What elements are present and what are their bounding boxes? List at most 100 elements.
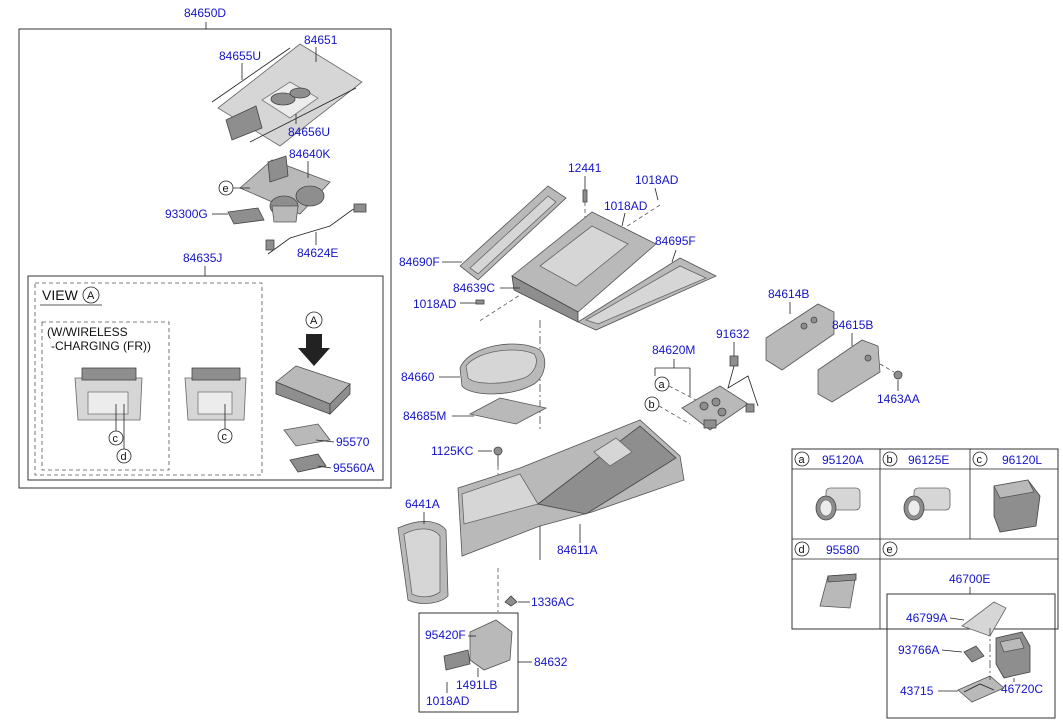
- console-body-84611A: [457, 419, 685, 560]
- svg-text:d: d: [799, 544, 805, 556]
- label-84660[interactable]: 84660: [401, 370, 435, 384]
- callout-b: [644, 396, 660, 412]
- label-1491LB[interactable]: 1491LB: [456, 678, 497, 692]
- front-panel-6441A: [397, 521, 449, 604]
- label-12441[interactable]: 12441: [568, 161, 602, 175]
- legend-43715[interactable]: 43715: [900, 684, 934, 698]
- legend-46720C[interactable]: 46720C: [1001, 682, 1043, 696]
- label-95570[interactable]: 95570: [336, 435, 370, 449]
- screw-1463AA: [893, 370, 903, 380]
- legend-table: [791, 448, 1059, 630]
- svg-text:c: c: [977, 454, 983, 466]
- side-trim-84690F: [459, 185, 567, 281]
- callout-a: [654, 376, 670, 392]
- label-84640K[interactable]: 84640K: [289, 147, 330, 161]
- shifter-46720C: [995, 631, 1031, 679]
- switch-93300G: [227, 207, 265, 225]
- wireless-charging-note-line2: -CHARGING (FR)): [51, 339, 151, 353]
- socket-96125E: [903, 487, 951, 521]
- svg-text:c: c: [222, 431, 228, 443]
- side-trim-84695F: [577, 257, 717, 331]
- clip-1336AC: [504, 595, 518, 607]
- view-a-box-84635J: [27, 275, 384, 481]
- view-a-dashed-region: [34, 282, 263, 476]
- svg-text:a: a: [659, 379, 666, 391]
- pad-95570: [283, 423, 331, 447]
- tray-without-wireless: [184, 367, 247, 421]
- label-84632[interactable]: 84632: [534, 655, 568, 669]
- label-1125KC[interactable]: 1125KC: [431, 444, 474, 458]
- label-84656U[interactable]: 84656U: [288, 125, 330, 139]
- cup-holder-84640K: [239, 155, 331, 223]
- label-6441A[interactable]: 6441A: [405, 497, 440, 511]
- label-84655U[interactable]: 84655U: [219, 49, 261, 63]
- legend-e-box: [886, 593, 1056, 719]
- assembly-box-84650D: [18, 28, 392, 489]
- legend-c-part[interactable]: 96120L: [1002, 453, 1042, 467]
- view-direction-arrow: [298, 334, 330, 366]
- svg-text:A: A: [310, 315, 318, 327]
- lower-bracket-box: [418, 612, 519, 713]
- label-1018AD-bottom[interactable]: 1018AD: [426, 694, 470, 708]
- label-1018AD-mid[interactable]: 1018AD: [604, 199, 648, 213]
- label-84624E[interactable]: 84624E: [297, 246, 338, 260]
- harness-91632: [727, 355, 759, 413]
- label-84611A[interactable]: 84611A: [557, 543, 597, 557]
- pad-95560A: [289, 453, 327, 473]
- switch-panel-84620M: [681, 385, 749, 431]
- svg-text:A: A: [87, 290, 95, 302]
- tray-with-wireless: [74, 367, 143, 421]
- label-1018AD-top[interactable]: 1018AD: [635, 173, 679, 187]
- label-84690F[interactable]: 84690F: [399, 255, 440, 269]
- legend-b-part[interactable]: 96125E: [908, 453, 949, 467]
- bracket-46799A: [961, 601, 1007, 637]
- svg-text:b: b: [649, 399, 655, 411]
- legend-a-part[interactable]: 95120A: [822, 453, 863, 467]
- svg-text:e: e: [223, 183, 229, 195]
- switch-93766A: [963, 645, 985, 663]
- legend-46799A[interactable]: 46799A: [906, 611, 947, 625]
- side-cover-84615B: [817, 339, 881, 403]
- shift-trim-panel-84651: [217, 43, 363, 147]
- pad-84685M: [468, 397, 548, 425]
- wireless-charging-region: [41, 321, 170, 471]
- module-95580: [819, 573, 857, 609]
- label-95420F[interactable]: 95420F: [425, 628, 466, 642]
- label-84639C[interactable]: 84639C: [453, 281, 495, 295]
- svg-text:c: c: [113, 433, 119, 445]
- socket-95120A: [815, 487, 861, 521]
- legend-93766A[interactable]: 93766A: [898, 643, 939, 657]
- label-84635J[interactable]: 84635J: [183, 251, 222, 265]
- view-a-title: VIEW: [42, 287, 79, 303]
- label-84614B[interactable]: 84614B: [768, 287, 809, 301]
- label-84685M[interactable]: 84685M: [403, 409, 446, 423]
- label-93300G[interactable]: 93300G: [165, 207, 208, 221]
- label-84651[interactable]: 84651: [304, 33, 338, 47]
- usb-unit-96120L: [993, 479, 1041, 533]
- bolt-1125KC: [493, 446, 503, 466]
- side-cover-84614B: [765, 303, 835, 371]
- svg-text:b: b: [887, 454, 893, 466]
- label-84695F[interactable]: 84695F: [655, 234, 696, 248]
- label-1336AC[interactable]: 1336AC: [531, 595, 575, 609]
- bracket-43715: [957, 675, 1005, 703]
- label-95560A[interactable]: 95560A: [333, 461, 374, 475]
- label-84620M[interactable]: 84620M: [652, 343, 695, 357]
- label-91632[interactable]: 91632: [716, 327, 750, 341]
- legend-d-part[interactable]: 95580: [826, 543, 860, 557]
- label-1463AA[interactable]: 1463AA: [877, 392, 920, 406]
- label-84615B[interactable]: 84615B: [832, 318, 873, 332]
- wireless-charger-unit: [275, 365, 351, 415]
- legend-e-group[interactable]: 46700E: [949, 572, 990, 586]
- label-84650D[interactable]: 84650D: [184, 6, 226, 20]
- bracket-84639C: [511, 211, 657, 323]
- bracket-95420F: [443, 619, 513, 671]
- svg-text:d: d: [121, 451, 127, 463]
- harness-84624E: [265, 203, 367, 255]
- svg-text:e: e: [887, 544, 893, 556]
- label-1018AD-left[interactable]: 1018AD: [413, 297, 457, 311]
- wireless-charging-note-line1: (W/WIRELESS: [47, 325, 128, 339]
- armrest-84660: [459, 343, 546, 395]
- svg-text:a: a: [799, 454, 806, 466]
